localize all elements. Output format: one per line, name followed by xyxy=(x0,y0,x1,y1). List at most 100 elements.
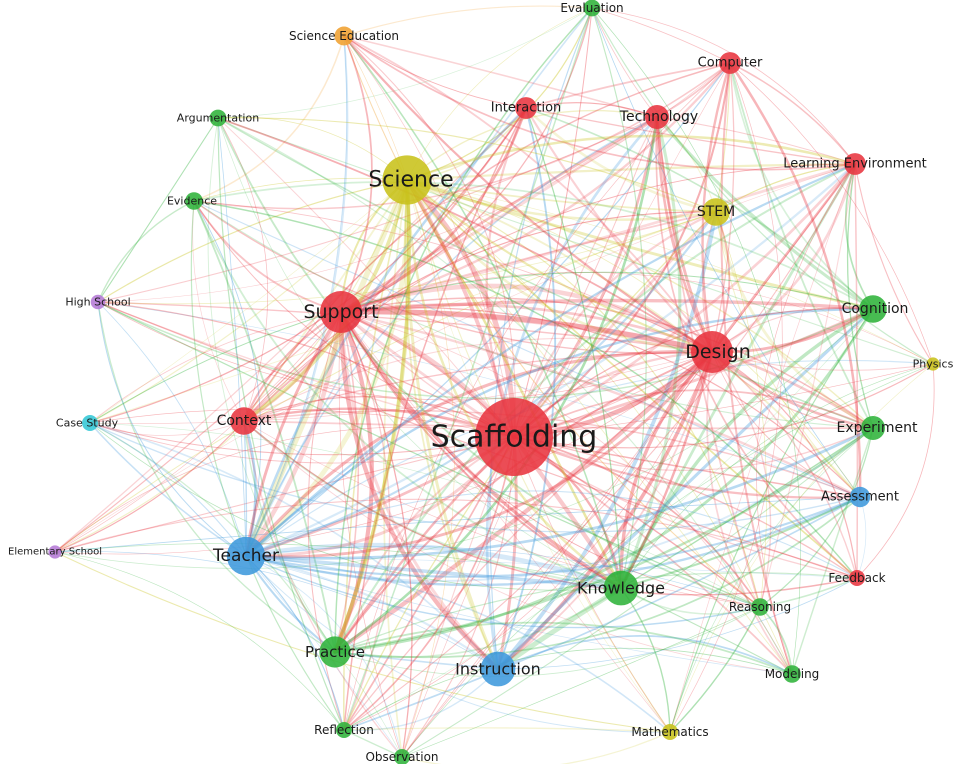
label-reflection: Reflection xyxy=(314,723,374,737)
node-science_ed[interactable] xyxy=(334,26,354,46)
edge-practice-high_school xyxy=(97,301,336,653)
node-assessment[interactable] xyxy=(849,486,871,508)
node-practice[interactable] xyxy=(319,636,351,668)
edge-scaffolding-evidence xyxy=(193,200,515,438)
edge-design-physics xyxy=(711,351,934,371)
edge-argumentation-modeling xyxy=(217,117,793,675)
node-cognition[interactable] xyxy=(859,295,887,323)
label-observation: Observation xyxy=(365,750,438,764)
edge-practice-evidence xyxy=(193,200,336,653)
node-context[interactable] xyxy=(230,407,258,435)
edge-design-experiment xyxy=(710,350,875,430)
edge-physics-feedback xyxy=(856,363,935,579)
edge-design-reflection xyxy=(343,351,713,731)
edge-interaction-science_ed xyxy=(343,35,527,109)
edge-science-reasoning xyxy=(406,179,761,608)
edge-experiment-observation xyxy=(401,427,874,758)
edge-support-physics xyxy=(340,272,934,365)
node-reasoning[interactable] xyxy=(751,598,769,616)
node-reflection[interactable] xyxy=(336,722,352,738)
node-design[interactable] xyxy=(691,331,733,373)
edge-science-assessment xyxy=(406,179,861,498)
label-stem: STEM xyxy=(697,204,735,220)
node-evaluation[interactable] xyxy=(583,0,601,17)
edge-practice-assessment xyxy=(334,496,861,659)
edge-computer-mathematics xyxy=(669,62,783,733)
edge-knowledge-argumentation xyxy=(217,117,622,589)
edge-science-experiment xyxy=(406,179,874,429)
node-observation[interactable] xyxy=(394,749,410,764)
node-science[interactable] xyxy=(382,155,432,205)
edge-teacher-feedback xyxy=(245,490,858,579)
edge-support-cognition xyxy=(339,298,875,314)
edge-computer-learning_env xyxy=(729,62,856,165)
node-physics[interactable] xyxy=(926,357,940,371)
edge-design-teacher xyxy=(244,350,714,558)
label-mathematics: Mathematics xyxy=(631,725,708,739)
node-teacher[interactable] xyxy=(226,536,266,576)
edge-technology-evaluation xyxy=(591,7,658,118)
edge-science-evidence xyxy=(193,177,408,202)
edge-instruction-interaction xyxy=(497,107,557,670)
edge-assessment-feedback xyxy=(856,496,867,579)
edge-scaffolding-computer xyxy=(512,61,732,439)
edge-instruction-reflection xyxy=(343,668,499,732)
edge-instruction-cognition xyxy=(496,307,875,671)
node-stem[interactable] xyxy=(702,198,730,226)
node-support[interactable] xyxy=(320,291,362,333)
edge-support-practice xyxy=(332,309,374,655)
edge-instruction-feedback xyxy=(497,577,858,670)
edge-instruction-case_study xyxy=(89,422,499,670)
label-experiment: Experiment xyxy=(837,420,918,436)
node-mathematics[interactable] xyxy=(662,724,678,740)
edge-context-observation xyxy=(243,420,403,758)
edge-teacher-feedback xyxy=(245,555,858,579)
node-high_school[interactable] xyxy=(90,294,106,310)
edge-scaffolding-technology xyxy=(512,115,659,439)
node-elementary[interactable] xyxy=(48,545,62,559)
edge-scaffolding-reflection xyxy=(343,436,515,731)
edge-cognition-case_study xyxy=(89,271,874,424)
node-technology[interactable] xyxy=(645,105,669,129)
node-computer[interactable] xyxy=(719,52,741,74)
edge-science-observation xyxy=(382,179,408,758)
node-scaffolding[interactable] xyxy=(475,398,553,476)
edge-practice-evaluation xyxy=(334,7,593,653)
edge-support-modeling xyxy=(340,311,793,675)
node-learning_env[interactable] xyxy=(844,153,866,175)
edge-science-instruction xyxy=(404,178,500,671)
edge-design-case_study xyxy=(89,351,713,464)
node-feedback[interactable] xyxy=(849,570,865,586)
edge-teacher-computer xyxy=(245,62,731,557)
node-layer xyxy=(48,0,940,764)
edge-assessment-evidence xyxy=(193,200,861,498)
node-argumentation[interactable] xyxy=(209,109,227,127)
node-interaction[interactable] xyxy=(515,97,537,119)
edge-interaction-case_study xyxy=(89,107,527,424)
node-modeling[interactable] xyxy=(783,665,801,683)
edge-science-design xyxy=(405,178,714,354)
node-evidence[interactable] xyxy=(185,192,203,210)
edge-instruction-evaluation xyxy=(489,7,593,670)
node-knowledge[interactable] xyxy=(603,570,639,606)
edge-stem-experiment xyxy=(714,210,875,430)
node-instruction[interactable] xyxy=(480,651,516,687)
edge-technology-interaction xyxy=(525,102,658,118)
edge-teacher-reasoning xyxy=(245,545,761,608)
node-experiment[interactable] xyxy=(861,416,885,440)
edge-teacher-knowledge xyxy=(244,554,623,590)
edge-evaluation-argumentation xyxy=(217,7,593,119)
edge-scaffolding-stem xyxy=(512,210,718,439)
edge-knowledge-evidence xyxy=(193,200,622,589)
edge-scaffolding-technology xyxy=(513,116,658,438)
edge-computer-observation xyxy=(401,62,731,758)
edge-context-experiment xyxy=(243,420,874,430)
edge-knowledge-context xyxy=(243,420,622,589)
edge-teacher-case_study xyxy=(89,422,247,557)
edge-support-observation xyxy=(340,311,413,758)
label-argumentation: Argumentation xyxy=(177,112,259,125)
node-case_study[interactable] xyxy=(82,415,98,431)
edge-science-case_study xyxy=(89,179,408,424)
edge-teacher-experiment xyxy=(245,427,874,582)
edge-support-elementary xyxy=(54,311,342,553)
